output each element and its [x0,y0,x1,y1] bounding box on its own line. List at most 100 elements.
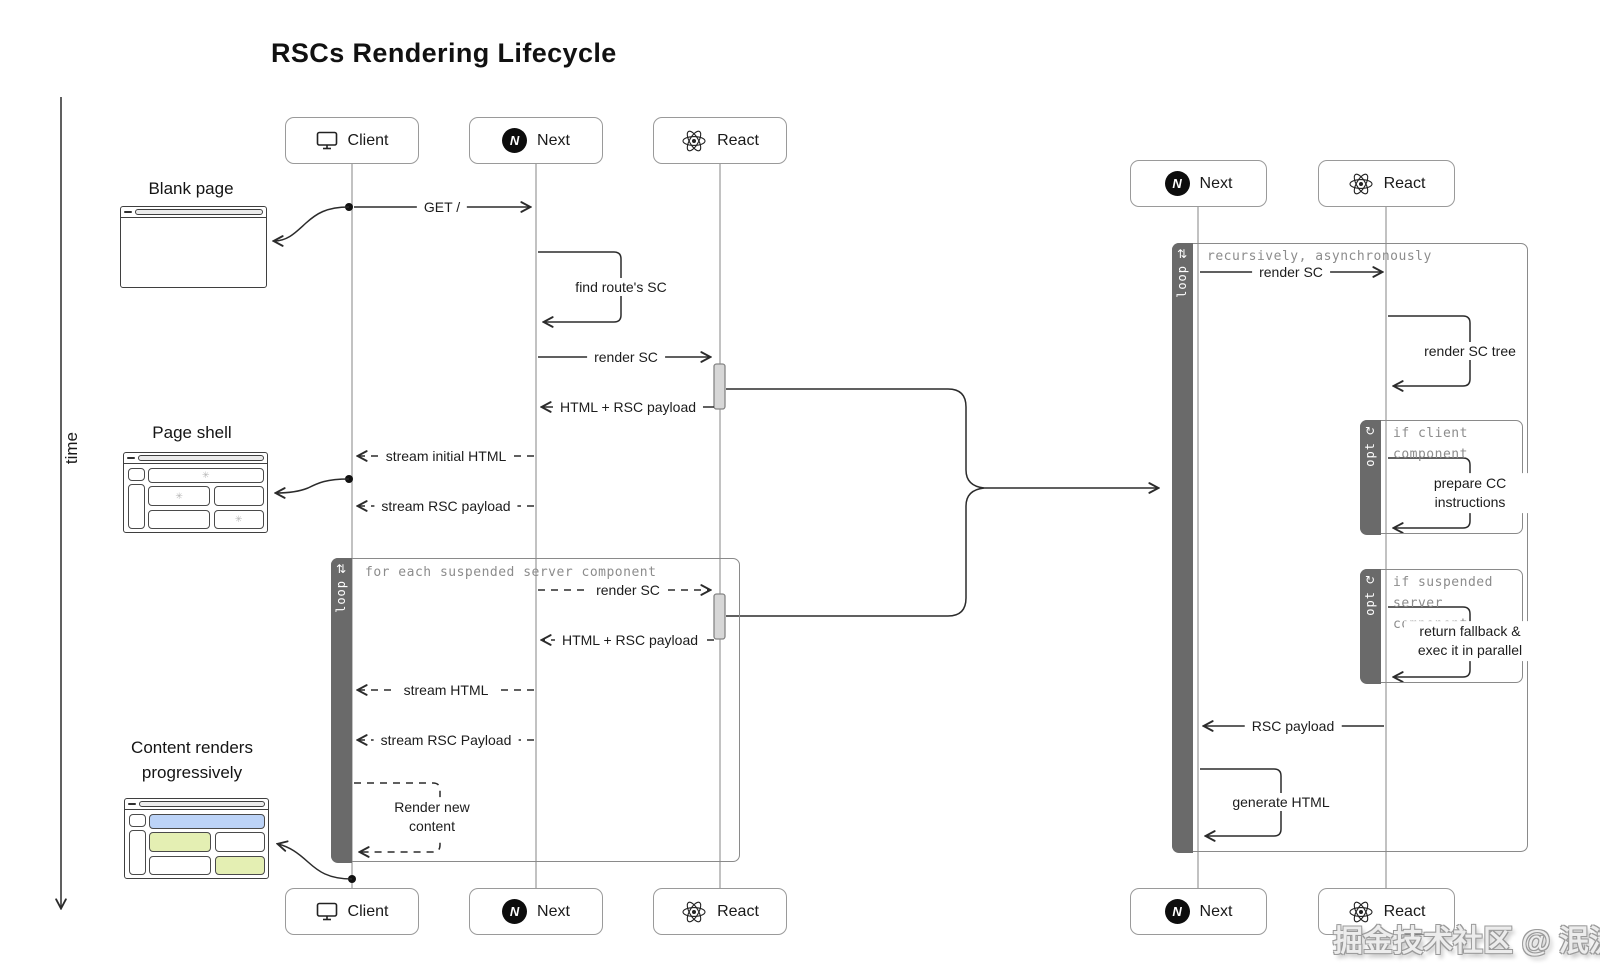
browser-toolbar [121,207,266,218]
time-axis-label: time [62,432,81,465]
msg-get: GET / [416,198,468,216]
loop-condition: recursively, asynchronously [1207,249,1432,264]
msg-loop-html-rsc-payload: HTML + RSC payload [554,631,706,649]
participant-label: Next [1199,902,1233,920]
next-logo-icon: N [502,128,528,153]
skeleton-box [148,509,211,529]
loop-icon: ⇅ [1176,246,1188,261]
watermark: 掘金技术社区 @ 泯泷 [1333,925,1600,958]
participant-label: React [1383,174,1426,192]
participant-label: Client [347,131,389,149]
opt-frame-strip: ↻ opt [1359,419,1381,535]
skeleton-sidebar [127,467,145,529]
browser-address-bar [138,454,264,462]
content-box [128,813,146,827]
browser-toolbar [125,799,268,810]
loop-frame-right: ⇅ loop recursively, asynchronously [1171,242,1528,853]
browser-dots-icon [128,802,136,806]
msg-render-sc-tree: render SC tree [1417,342,1523,360]
skeleton-row: ✳ [148,486,264,506]
opt-icon: ↻ [1364,572,1376,587]
participant-label: React [717,902,759,920]
msg-loop-render-sc: render SC [589,581,667,599]
page-shell-browser: ✳ ✳ ✳ [123,452,268,533]
participant-label: Next [1199,174,1233,192]
react-logo-icon [682,901,706,922]
participant-react-right-bottom: React [1318,888,1455,935]
content-rendered [125,810,268,878]
content-box [214,832,265,852]
loop-icon: ⇅ [335,561,347,576]
msg-rsc-payload: RSC payload [1244,717,1342,735]
browser-address-bar [139,800,265,808]
msg-prepare-cc-instructions: prepare CC instructions [1410,473,1530,513]
msg-html-rsc-payload: HTML + RSC payload [552,398,704,416]
skeleton-box [127,467,145,481]
activation-bar [713,593,726,640]
content-box-green [214,855,265,875]
loop-frame-strip: ⇅ loop [1171,242,1193,853]
content-box-green [149,832,212,852]
opt-frame-strip: ↻ opt [1359,568,1381,684]
msg-generate-html: generate HTML [1225,793,1337,811]
skeleton-box [213,486,264,506]
brace-top [726,388,985,489]
next-logo-icon: N [1164,171,1190,196]
participant-label: Next [537,902,570,920]
spinner-icon: ✳ [234,513,243,524]
msg-render-sc-right: render SC [1252,263,1330,281]
content-main [149,813,265,875]
skeleton-box: ✳ [148,486,211,506]
content-browser [124,798,269,879]
blank-page-connector [274,206,350,241]
opt-condition: if client component [1393,426,1468,462]
skeleton-row: ✳ [148,509,264,529]
participant-next-top: N Next [469,117,603,164]
msg-stream-rsc-payload-2: stream RSC Payload [373,731,519,749]
participant-label: React [717,131,759,149]
loop-frame-left: ⇅ loop for each suspended server compone… [330,557,740,863]
browser-dots-icon [124,210,132,214]
msg-render-sc: render SC [587,348,665,366]
blank-page-label: Blank page [148,179,234,198]
content-sidebar [128,813,146,875]
content-box [128,830,146,875]
content-box [149,855,212,875]
participant-label: React [1383,902,1426,920]
msg-return-fallback: return fallback & exec it in parallel [1404,621,1536,661]
next-logo-icon: N [1164,899,1190,924]
browser-toolbar [124,453,267,464]
content-row [149,832,265,852]
participant-label: Client [347,902,389,920]
page-shell-content: ✳ ✳ ✳ [124,464,267,532]
content-connector [278,844,353,880]
next-logo-icon: N [502,899,528,924]
participant-client-bottom: Client [285,888,419,935]
brace-bottom [726,487,985,617]
participant-next-right-top: N Next [1130,160,1267,207]
browser-address-bar [135,208,263,216]
page-shell-label: Page shell [152,423,232,442]
msg-stream-rsc-payload: stream RSC payload [374,497,518,515]
page-shell-connector [276,478,350,493]
participant-next-bottom: N Next [469,888,603,935]
content-renders-label: Content renders progressively [131,738,253,782]
skeleton-main: ✳ ✳ ✳ [148,467,264,529]
monitor-icon [316,902,337,921]
msg-stream-html: stream HTML [396,681,496,699]
spinner-icon: ✳ [201,469,210,480]
monitor-icon [316,131,337,150]
loop-keyword: loop [1175,264,1189,298]
skeleton-box: ✳ [148,467,264,483]
opt-icon: ↻ [1364,423,1376,438]
participant-react-top: React [653,117,787,164]
loop-frame-strip: ⇅ loop [330,557,352,863]
content-box-blue [149,813,265,829]
skeleton-box: ✳ [213,509,264,529]
opt-frame-client-component: ↻ opt if client component [1359,419,1523,535]
browser-dots-icon [127,456,135,460]
msg-stream-initial-html: stream initial HTML [378,447,514,465]
react-logo-icon [1349,173,1373,194]
loop-keyword: loop [334,579,348,613]
